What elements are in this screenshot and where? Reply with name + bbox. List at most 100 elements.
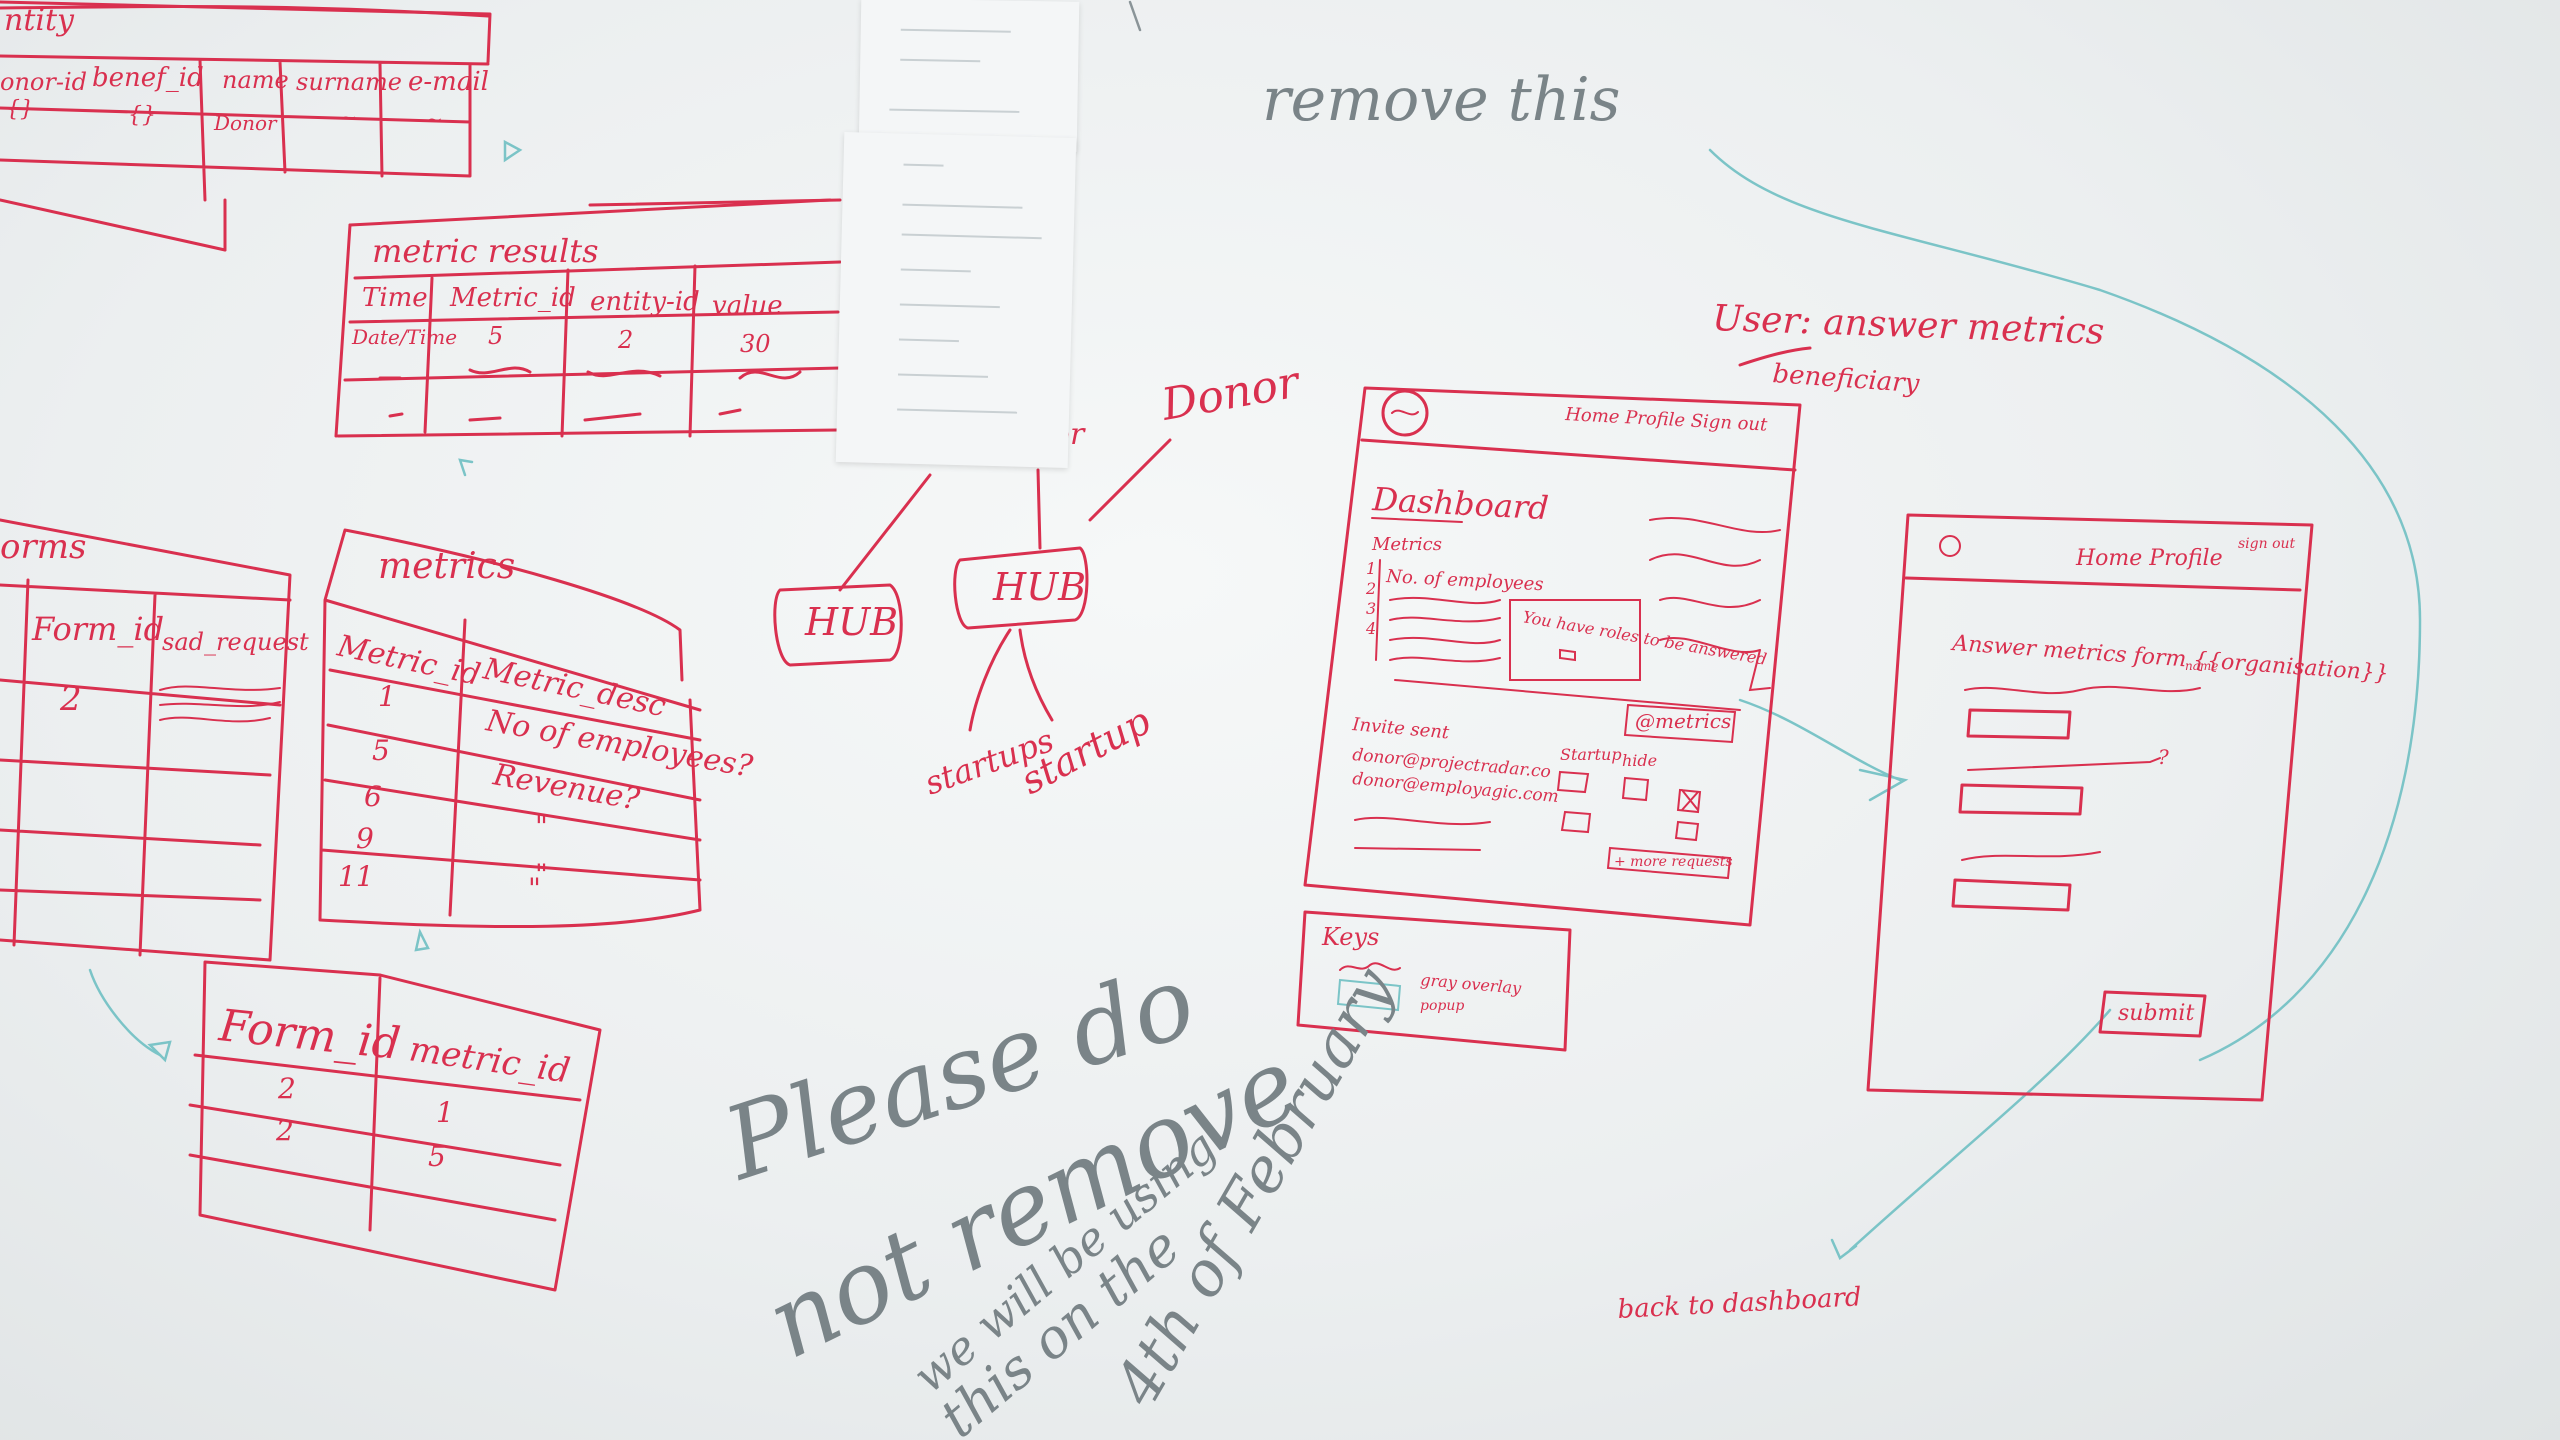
form-nav: Home Profile xyxy=(2075,546,2223,571)
form-metric-cell-form-1: 2 xyxy=(277,1072,296,1105)
forms-header-form-id: Form_id xyxy=(31,610,164,648)
dashboard-logo-icon xyxy=(1381,389,1429,437)
hub-center-label: HUB xyxy=(992,565,1086,609)
hub-center-box xyxy=(953,546,1089,630)
grouping-curve xyxy=(1708,148,2422,1062)
form-signout: sign out xyxy=(2238,536,2296,552)
user-note-underline xyxy=(1738,346,1812,367)
hub-left-box xyxy=(773,583,903,667)
back-to-dashboard-note: back to dashboard xyxy=(1617,1282,1862,1325)
forms-title: orms xyxy=(0,527,86,567)
dashboard-col-hide: hide xyxy=(1622,751,1657,770)
back-arrow-line xyxy=(1848,1008,2112,1252)
metrics-cell-id-1: 1 xyxy=(378,680,396,713)
dashboard-first-item: No. of employees xyxy=(1385,566,1544,595)
dashboard-popup-text: You have roles to be answered xyxy=(1521,607,1768,669)
paper-note-bottom xyxy=(835,132,1077,468)
metrics-cell-desc-4: " xyxy=(535,858,548,891)
form-submit-label: submit xyxy=(2118,1001,2194,1026)
form-metric-cell-metric-2: 5 xyxy=(428,1140,446,1173)
metric-results-header-value: value xyxy=(712,291,783,321)
dashboard-frame xyxy=(1303,386,1802,927)
entity-table: ntity onor-id benef_id name surname e-ma… xyxy=(0,0,492,252)
entity-header-surname: surname xyxy=(296,68,402,96)
dashboard-list-num-3: 3 xyxy=(1366,599,1376,618)
metric-results-table: metric results Time Metric_id entity-id … xyxy=(334,198,842,438)
arrow-to-entity xyxy=(503,139,523,163)
arrow-line-forms xyxy=(88,968,162,1057)
metric-results-header-metric-id: Metric_id xyxy=(449,283,576,313)
dashboard-list-num-4: 4 xyxy=(1365,619,1376,638)
entity-table-title: ntity xyxy=(4,3,75,38)
dashboard-metrics-button-frame xyxy=(1623,703,1737,744)
form-input-3 xyxy=(1951,878,2072,912)
dashboard-nav: Home Profile Sign out xyxy=(1564,404,1769,436)
user-note-line2: beneficiary xyxy=(1772,359,1921,399)
dashboard-col-startup: Startup xyxy=(1560,745,1622,764)
keys-title: Keys xyxy=(1321,923,1379,951)
entity-header-donor-id: onor-id xyxy=(0,68,87,96)
gray-mark xyxy=(1128,0,1142,32)
entity-header-email: e-mail xyxy=(408,67,489,97)
entity-cell-benef-id: {} xyxy=(128,103,156,128)
metrics-header-metric-id: Metric_id xyxy=(333,628,483,693)
form-submit-button xyxy=(2098,990,2207,1038)
metric-results-cell-entity-id: 2 xyxy=(617,326,633,354)
remove-this-note: remove this xyxy=(1262,65,1620,135)
please-note: Please do not remove we will be using th… xyxy=(709,942,1409,1440)
dashboard-sketch: Home Profile Sign out Dashboard Metrics … xyxy=(1303,386,1802,927)
metrics-table: metrics Metric_id Metric_desc 1 No of em… xyxy=(318,528,756,929)
dashboard-list-num-2: 2 xyxy=(1365,579,1376,598)
form-heading: Answer metrics form {{organisation}} xyxy=(1950,631,2390,687)
keys-line1: gray overlay xyxy=(1420,970,1523,998)
hub-left-label: HUB xyxy=(804,600,898,644)
user-note-line1: User: answer metrics xyxy=(1712,298,2105,353)
dashboard-to-form-arrow xyxy=(1738,698,1909,802)
metric-results-header-time: Time xyxy=(362,283,428,313)
forms-table: orms Form_id sad_request 2 xyxy=(0,518,309,962)
forms-header-sad-request: sad_request xyxy=(162,628,309,656)
metric-results-title: metric results xyxy=(372,232,599,270)
form-input-2 xyxy=(1958,783,2084,816)
form-sketch: Home Profile sign out Answer metrics for… xyxy=(1617,513,2390,1325)
dashboard-metrics-button: @metrics xyxy=(1635,709,1731,733)
metrics-cell-desc-5: " xyxy=(528,872,541,905)
dashboard-list-num-1: 1 xyxy=(1366,559,1376,578)
donor-label: Donor xyxy=(1157,356,1305,431)
metric-results-header-entity-id: entity-id xyxy=(590,287,700,317)
back-arrow-head xyxy=(1830,1238,1858,1260)
forms-cell-form-id: 2 xyxy=(59,679,82,719)
metrics-title: metrics xyxy=(378,546,515,587)
metric-results-cell-metric-id: 5 xyxy=(488,322,503,350)
entity-header-name: name xyxy=(222,66,289,94)
dashboard-invite-label: Invite sent xyxy=(1351,714,1451,744)
paper-note-top xyxy=(858,0,1080,152)
metrics-cell-id-3: 6 xyxy=(364,780,382,813)
form-metric-cell-metric-1: 1 xyxy=(436,1096,454,1129)
metric-results-cell-value: 30 xyxy=(740,330,771,358)
keys-line2: popup xyxy=(1420,998,1464,1014)
dashboard-title: Dashboard xyxy=(1371,480,1550,527)
entity-cell-donor-id: {} xyxy=(6,97,34,122)
form-metric-table: Form_id metric_id 2 1 2 5 xyxy=(188,960,602,1292)
form-q-mark: ? xyxy=(2158,745,2169,769)
dashboard-more-button: + more requests xyxy=(1614,854,1733,870)
form-metric-cell-form-2: 2 xyxy=(275,1114,294,1147)
dashboard-metrics-label: Metrics xyxy=(1371,534,1442,555)
metric-results-cell-time: Date/Time xyxy=(351,325,457,349)
entity-header-benef-id: benef_id xyxy=(92,63,204,93)
form-heading-sub: name xyxy=(2185,659,2218,673)
form-logo-icon xyxy=(1939,535,1961,557)
dashboard-more-button-frame xyxy=(1606,846,1732,880)
form-frame xyxy=(1866,513,2314,1102)
entity-cell-surname: ~ xyxy=(340,105,357,129)
entity-cell-name: Donor xyxy=(213,111,278,135)
metrics-cell-id-4: 9 xyxy=(356,822,374,855)
arrow-to-metrics xyxy=(414,928,430,952)
metrics-cell-id-2: 5 xyxy=(372,734,390,767)
arrow-to-metric-results xyxy=(458,458,474,477)
entity-cell-email: ~ xyxy=(426,107,443,131)
metrics-cell-desc-3: " xyxy=(535,810,548,843)
